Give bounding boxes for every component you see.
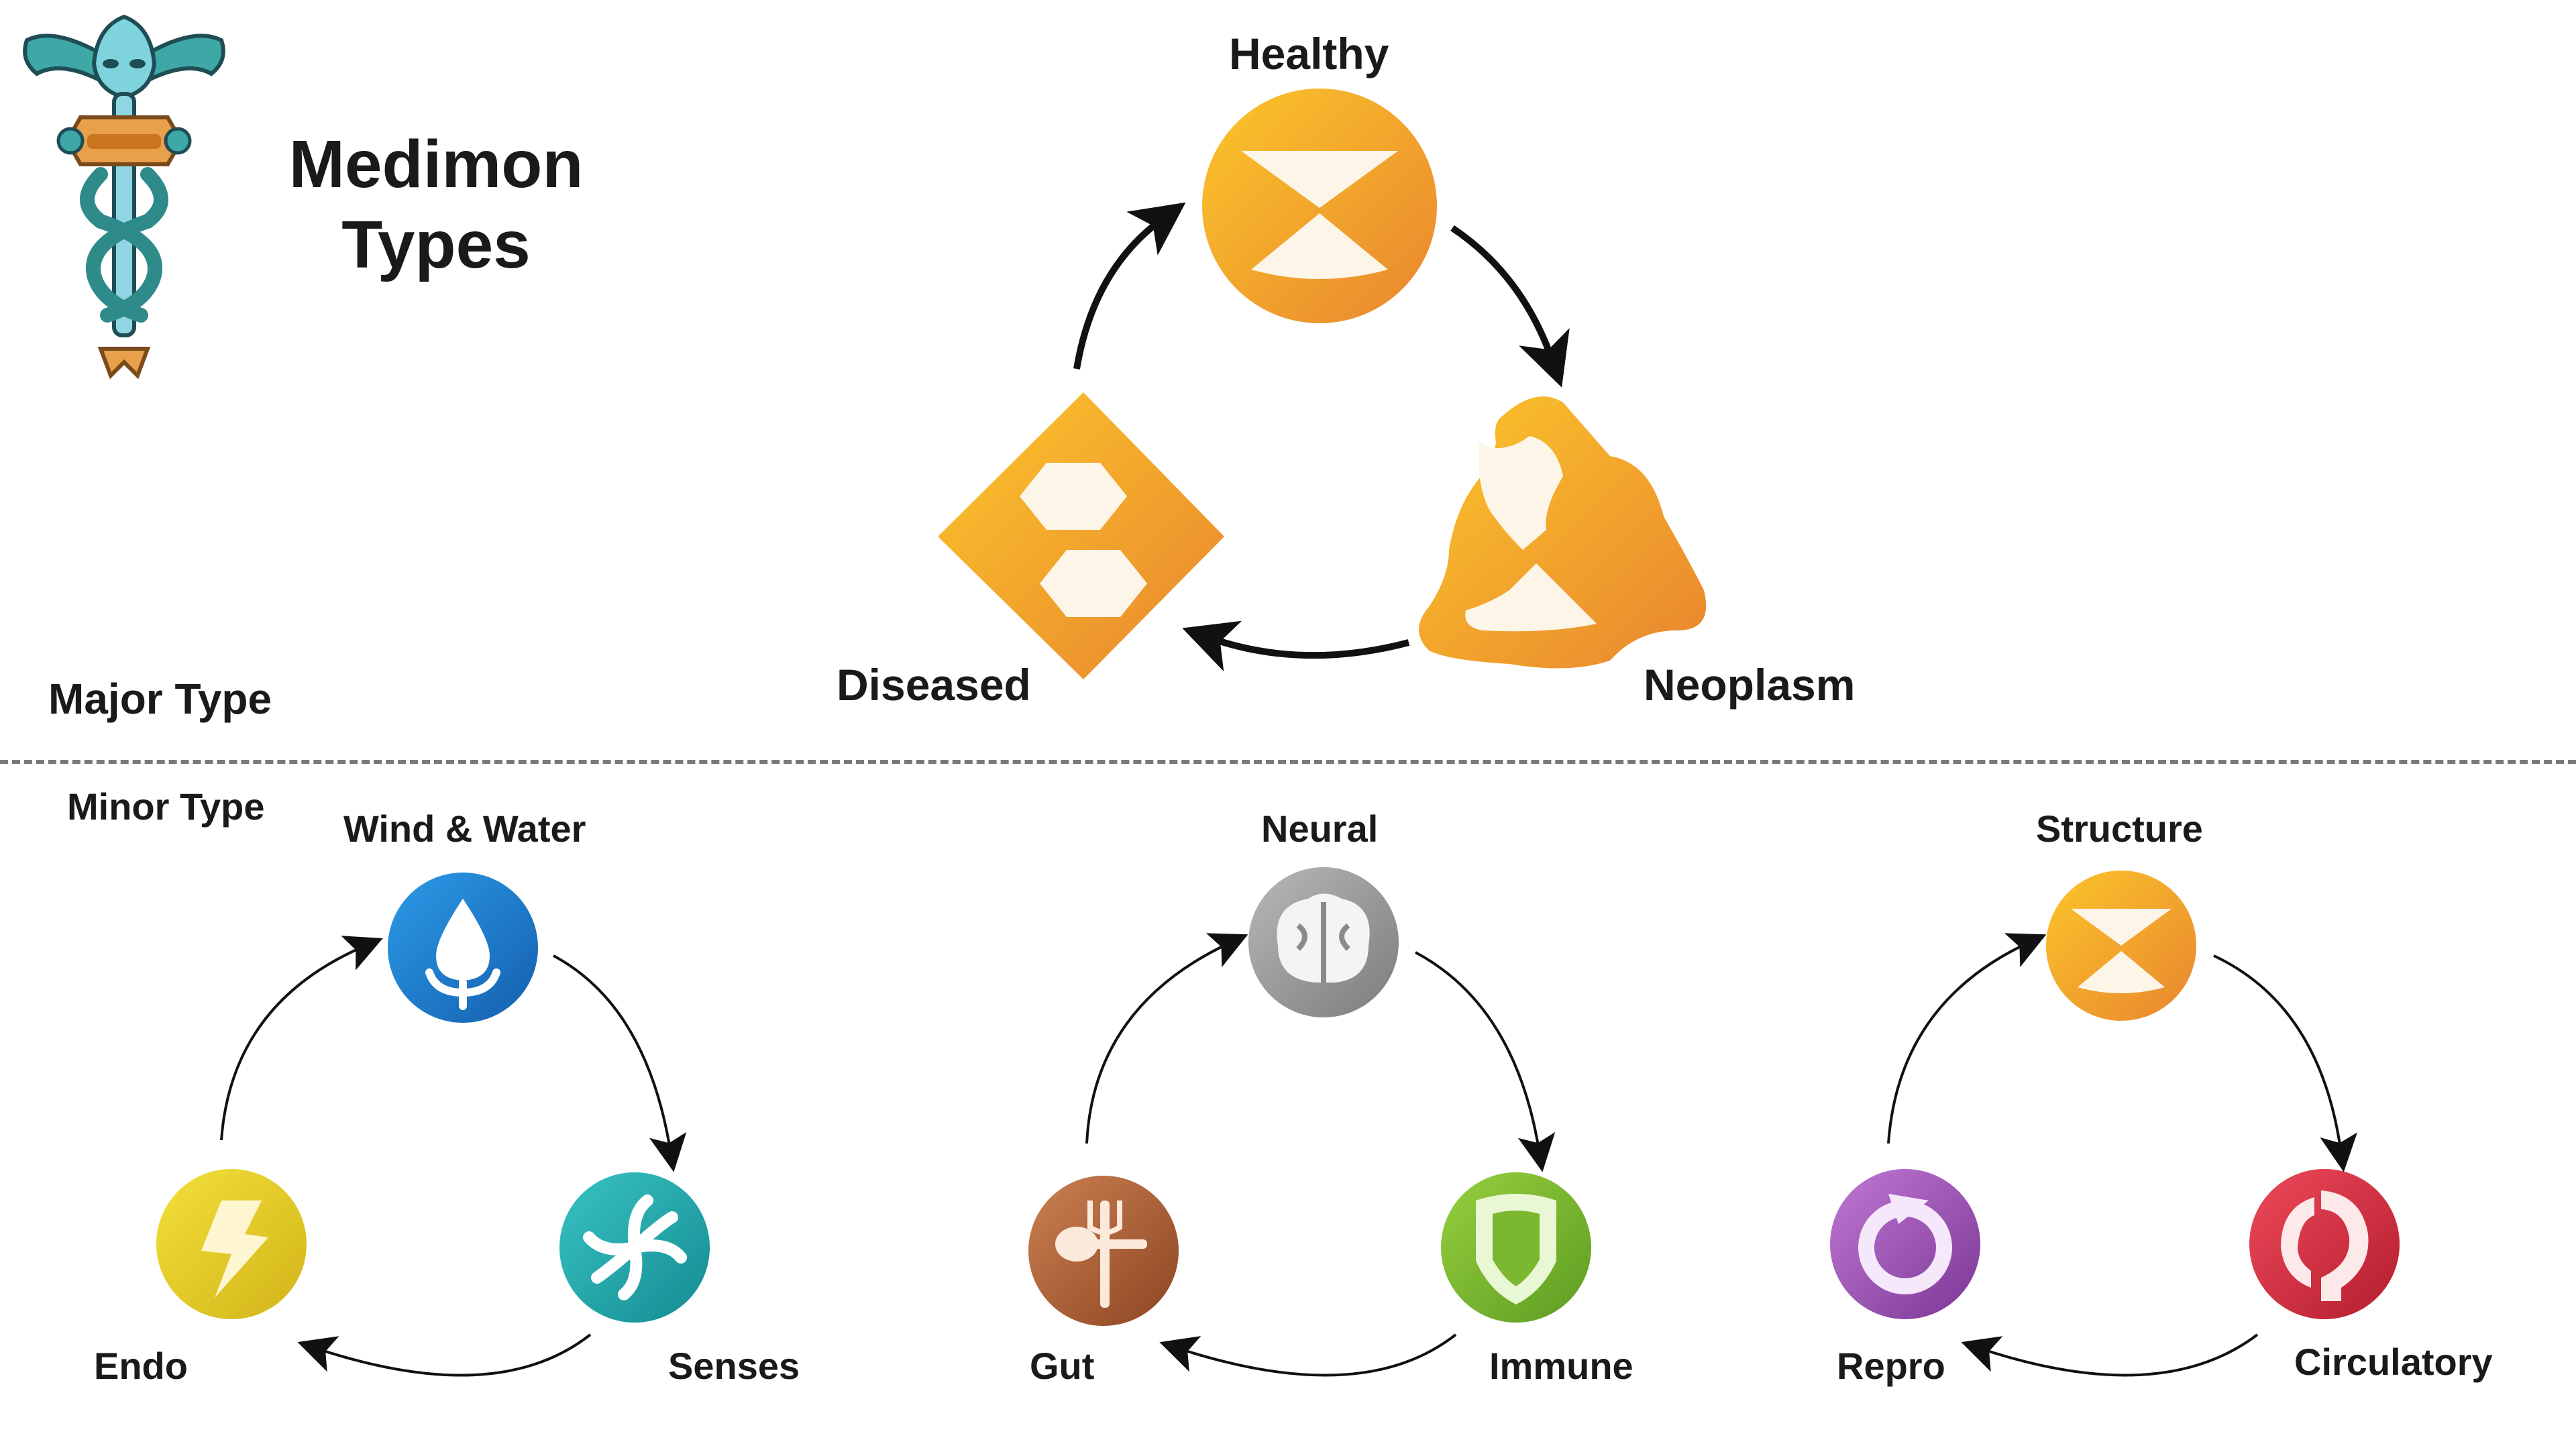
label-endo: Endo <box>94 1345 188 1387</box>
label-neoplasm: Neoplasm <box>1644 660 1856 710</box>
arrow-structure-to-circulatory <box>2213 954 2357 1172</box>
label-diseased: Diseased <box>837 660 1031 710</box>
label-gut: Gut <box>1030 1345 1095 1387</box>
arrow-diseased-to-healthy <box>1073 202 1186 370</box>
label-structure: Structure <box>2036 807 2203 850</box>
arrow-immune-to-gut <box>1159 1333 1457 1377</box>
arrow-neural-to-immune <box>1415 951 1556 1172</box>
healthy-icon <box>1202 89 1437 323</box>
arrow-wind-to-senses <box>553 954 687 1172</box>
gut-icon <box>1028 1176 1179 1326</box>
label-repro: Repro <box>1837 1345 1945 1387</box>
wind-water-icon <box>388 873 538 1023</box>
circulatory-icon <box>2249 1169 2400 1319</box>
label-circulatory: Circulatory <box>2294 1341 2493 1383</box>
label-immune: Immune <box>1489 1345 1633 1387</box>
arrow-neoplasm-to-diseased <box>1182 620 1410 672</box>
senses-icon <box>559 1172 710 1323</box>
arrow-senses-to-endo <box>297 1333 592 1377</box>
minor-type-label: Minor Type <box>67 785 265 828</box>
arrow-endo-to-wind <box>220 936 383 1141</box>
label-healthy: Healthy <box>1229 29 1389 78</box>
immune-icon <box>1441 1172 1591 1323</box>
endo-icon <box>156 1169 307 1319</box>
label-senses: Senses <box>668 1345 800 1387</box>
major-type-label: Major Type <box>48 675 272 723</box>
diseased-icon <box>938 392 1224 679</box>
arrow-healthy-to-neoplasm <box>1450 225 1570 388</box>
neural-icon <box>1248 867 1399 1017</box>
label-neural: Neural <box>1261 807 1379 850</box>
arrow-circulatory-to-repro <box>1961 1333 2259 1377</box>
label-wind-water: Wind & Water <box>343 807 586 850</box>
neoplasm-icon <box>1419 396 1707 669</box>
arrow-gut-to-neural <box>1085 933 1248 1144</box>
arrow-repro-to-structure <box>1887 933 2047 1144</box>
page-title: Medimon Types <box>288 127 584 282</box>
structure-icon <box>2046 871 2196 1021</box>
medimon-logo <box>23 14 225 380</box>
section-divider <box>0 760 2576 764</box>
repro-icon <box>1830 1169 1980 1319</box>
